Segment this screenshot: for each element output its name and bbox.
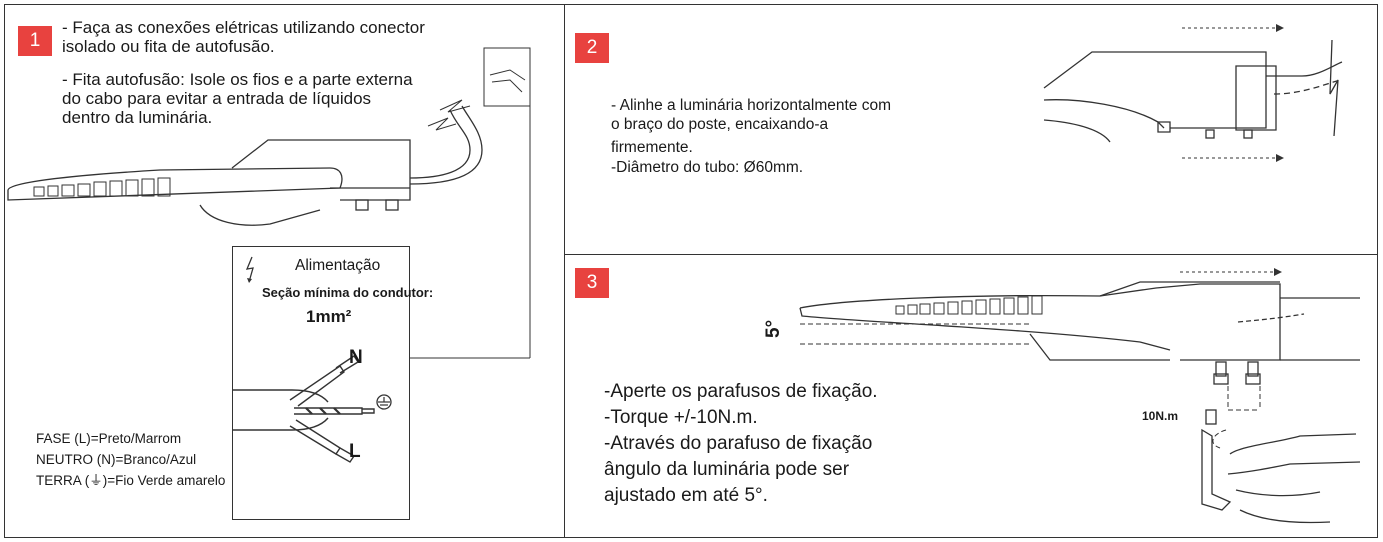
step-1-line-1: - Faça as conexões elétricas utilizando … [62, 18, 425, 37]
cable-wires-drawing [232, 355, 392, 463]
luminaire-side-view [7, 47, 531, 358]
step-2-line-2: o braço do poste, encaixando-a [611, 116, 829, 133]
panel-divider-vertical [564, 4, 565, 538]
step-3-line-5: ajustado em até 5°. [604, 485, 768, 506]
torque-label: 10N.m [1142, 409, 1179, 423]
legend-phase: FASE (L)=Preto/Marrom [36, 431, 182, 446]
power-title: Alimentação [295, 257, 381, 274]
step-1-line-5: dentro da luminária. [62, 108, 213, 127]
power-section-label: Seção mínima do condutor: [262, 285, 434, 300]
step-1-line-3: - Fita autofusão: Isole os fios e a part… [62, 70, 413, 89]
step-3-line-1: -Aperte os parafusos de fixação. [604, 381, 878, 402]
terminal-n-label: N [349, 347, 363, 368]
power-connector-line [410, 357, 530, 359]
pole-arm-mounting-drawing [1043, 24, 1343, 162]
step-2-badge: 2 [575, 33, 609, 63]
step-2-line-1: - Alinhe a luminária horizontalmente com [611, 97, 891, 114]
step-2-line-4: -Diâmetro do tubo: Ø60mm. [611, 159, 804, 176]
step-1-line-4: do cabo para evitar a entrada de líquido… [62, 89, 372, 108]
tilt-angle-label: 5° [763, 319, 784, 338]
step-3-line-2: -Torque +/-10N.m. [604, 407, 758, 428]
step-1-line-2: isolado ou fita de autofusão. [62, 37, 275, 56]
step-3-line-3: -Através do parafuso de fixação [604, 433, 873, 454]
panel-divider-horizontal [564, 254, 1378, 255]
step-1-badge: 1 [18, 26, 52, 56]
step-2-line-3: firmemente. [611, 139, 693, 156]
legend-ground: TERRA (⏚)=Fio Verde amarelo [36, 473, 226, 488]
legend-neutral: NEUTRO (N)=Branco/Azul [36, 452, 197, 467]
lightning-icon [245, 256, 254, 283]
power-section-value: 1mm² [306, 307, 352, 326]
step-3-line-4: ângulo da luminária pode ser [604, 459, 850, 480]
terminal-l-label: L [349, 441, 361, 462]
power-supply-box [232, 246, 410, 520]
manual-frame [4, 4, 1378, 538]
step-3-badge: 3 [575, 268, 609, 298]
luminaire-tilt-drawing [799, 268, 1361, 524]
